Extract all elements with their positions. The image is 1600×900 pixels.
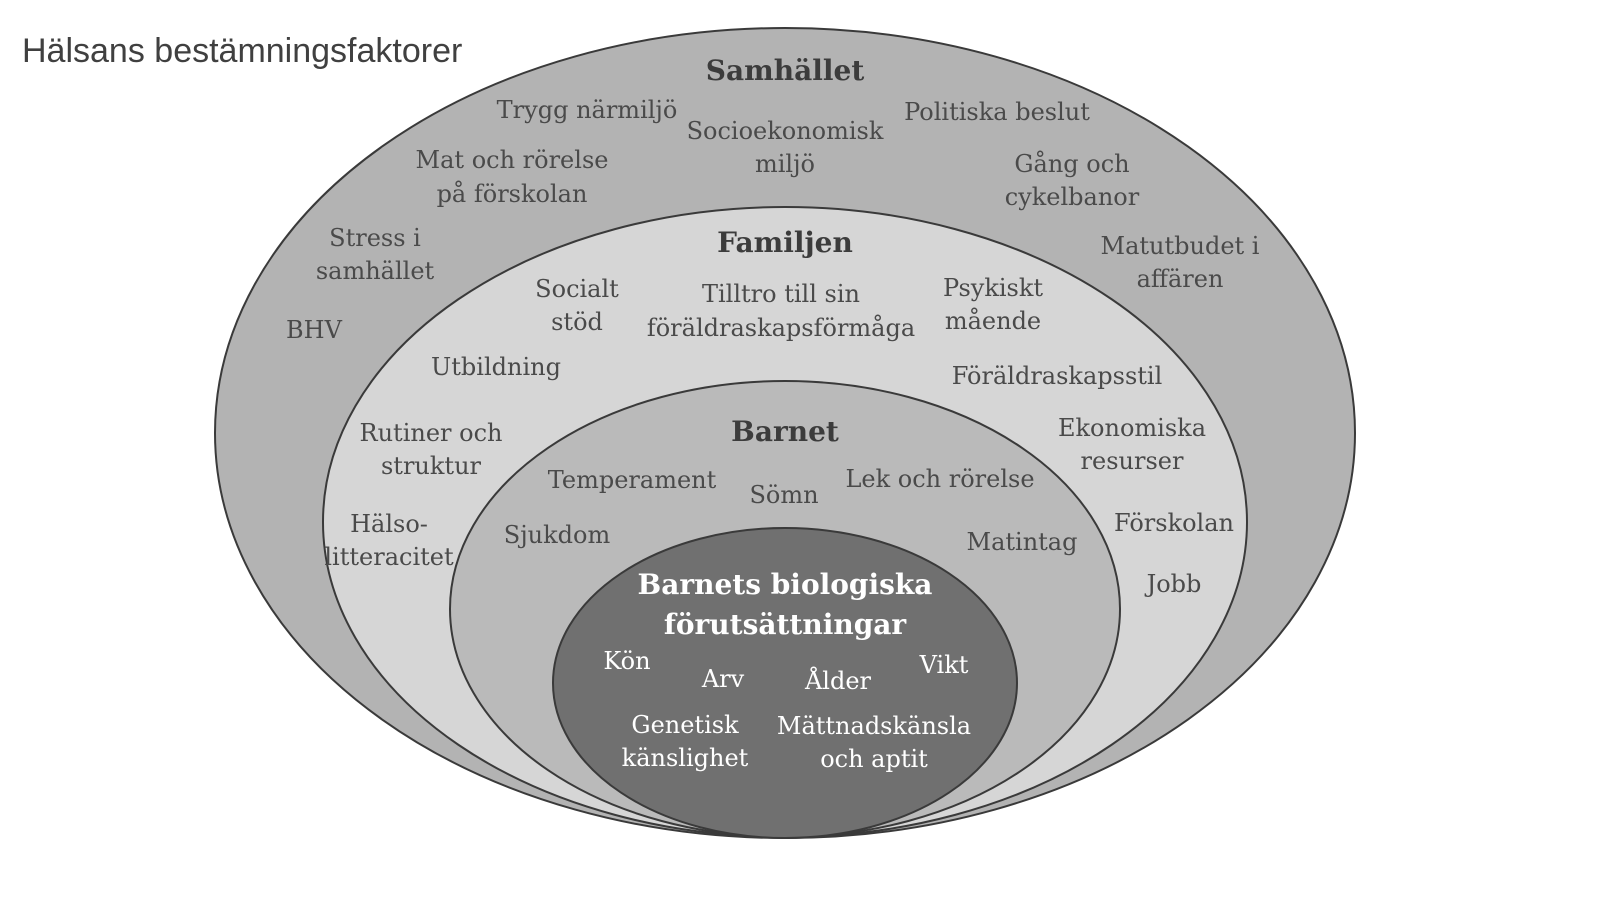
familjen-label-tilltro-1: Tilltro till sin (702, 280, 860, 308)
samhallet-label-matutbud-2: affären (1137, 265, 1224, 293)
samhallet-label-gang-1: Gång och (1014, 149, 1129, 178)
familjen-label-rutiner-2: struktur (381, 452, 482, 480)
familjen-label-socialt-2: stöd (551, 308, 603, 336)
biologi-label-genetisk-2: känslighet (622, 744, 749, 772)
biologi-label-genetisk-1: Genetisk (631, 711, 739, 739)
samhallet-label-stress-2: samhället (316, 257, 435, 285)
barnet-label-temperament: Temperament (548, 466, 717, 494)
samhallet-label-mat-2: på förskolan (437, 179, 588, 208)
familjen-label-ekonomiska-2: resurser (1081, 447, 1184, 475)
biologi-label-kon: Kön (603, 647, 650, 675)
samhallet-label-forskolan: Förskolan (1114, 509, 1234, 537)
biologi-label-alder: Ålder (804, 666, 872, 695)
samhallet-label-politiska: Politiska beslut (904, 98, 1090, 126)
biologi-ellipse (552, 527, 1018, 839)
samhallet-label-socio-1: Socioekonomisk (687, 117, 884, 145)
biologi-label-mattnad-1: Mättnadskänsla (777, 712, 971, 740)
samhallet-label-mat-1: Mat och rörelse (416, 146, 609, 174)
samhallet-label-stress-1: Stress i (329, 224, 421, 252)
barnet-label-somn: Sömn (749, 481, 818, 509)
biologi-label-vikt: Vikt (919, 651, 969, 679)
familjen-label-psykiskt-2: mående (945, 306, 1041, 335)
familjen-heading: Familjen (717, 226, 853, 259)
familjen-label-psykiskt-1: Psykiskt (943, 274, 1043, 302)
familjen-label-halso-2: litteracitet (324, 543, 454, 571)
barnet-label-matintag: Matintag (967, 528, 1078, 556)
samhallet-label-bhv: BHV (286, 316, 343, 344)
biologi-heading-line-1: Barnets biologiska (638, 568, 933, 601)
familjen-label-utbildning: Utbildning (431, 353, 561, 381)
biologi-label-mattnad-2: och aptit (820, 745, 928, 773)
barnet-label-sjukdom: Sjukdom (504, 521, 611, 549)
barnet-label-lek: Lek och rörelse (845, 465, 1034, 493)
samhallet-label-trygg: Trygg närmiljö (497, 96, 678, 124)
biologi-heading-line-2: förutsättningar (664, 608, 908, 641)
familjen-label-tilltro-2: föräldraskapsförmåga (647, 313, 915, 342)
samhallet-label-gang-2: cykelbanor (1005, 183, 1140, 211)
familjen-label-foraldraskapsstil: Föräldraskapsstil (952, 362, 1163, 390)
samhallet-heading: Samhället (706, 54, 865, 87)
samhallet-label-jobb: Jobb (1144, 570, 1202, 598)
familjen-label-rutiner-1: Rutiner och (360, 419, 503, 447)
page-title: Hälsans bestämningsfaktorer (22, 32, 463, 70)
samhallet-label-matutbud-1: Matutbudet i (1101, 232, 1260, 260)
barnet-heading: Barnet (731, 415, 839, 448)
biologi-label-arv: Arv (701, 665, 745, 693)
familjen-label-halso-1: Hälso- (350, 510, 428, 538)
familjen-label-ekonomiska-1: Ekonomiska (1058, 414, 1206, 442)
samhallet-label-socio-2: miljö (755, 150, 815, 178)
familjen-label-socialt-1: Socialt (535, 275, 619, 303)
